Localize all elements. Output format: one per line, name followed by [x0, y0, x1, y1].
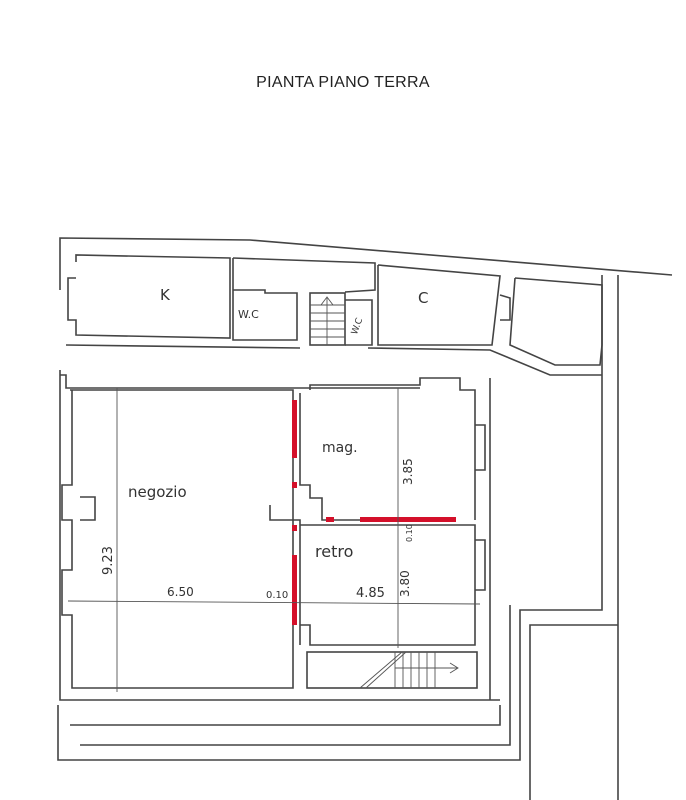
room-label-negozio: negozio: [128, 483, 187, 501]
dim-mag-depth: 3.85: [401, 458, 415, 485]
dim-retro-depth: 3.80: [398, 570, 412, 597]
stair-bottom: [306, 651, 478, 689]
room-label-mag: mag.: [322, 440, 358, 456]
dim-retro-width: 4.85: [356, 586, 385, 601]
stair-top: [309, 292, 346, 346]
dimension-lines: [67, 388, 481, 692]
dim-wall-1: 0.10: [266, 590, 288, 601]
new-walls: [292, 400, 456, 625]
dim-negozio-width: 6.50: [167, 585, 194, 599]
room-label-wc1: W.C: [238, 308, 259, 321]
dim-negozio-depth: 9.23: [101, 546, 116, 575]
top-rooms: [60, 254, 603, 389]
room-label-retro: retro: [315, 542, 353, 561]
room-label-k: K: [160, 286, 171, 304]
stair-treads-top: [310, 296, 345, 345]
room-label-c: C: [418, 289, 428, 307]
plan-title: PIANTA PIANO TERRA: [256, 74, 430, 91]
stair-treads-bottom: [359, 651, 459, 689]
room-label-wc2: W.C: [350, 317, 365, 336]
main-rooms: [61, 377, 491, 700]
dim-wall-2: 0.10: [405, 524, 414, 542]
outer-walls: [57, 237, 673, 800]
